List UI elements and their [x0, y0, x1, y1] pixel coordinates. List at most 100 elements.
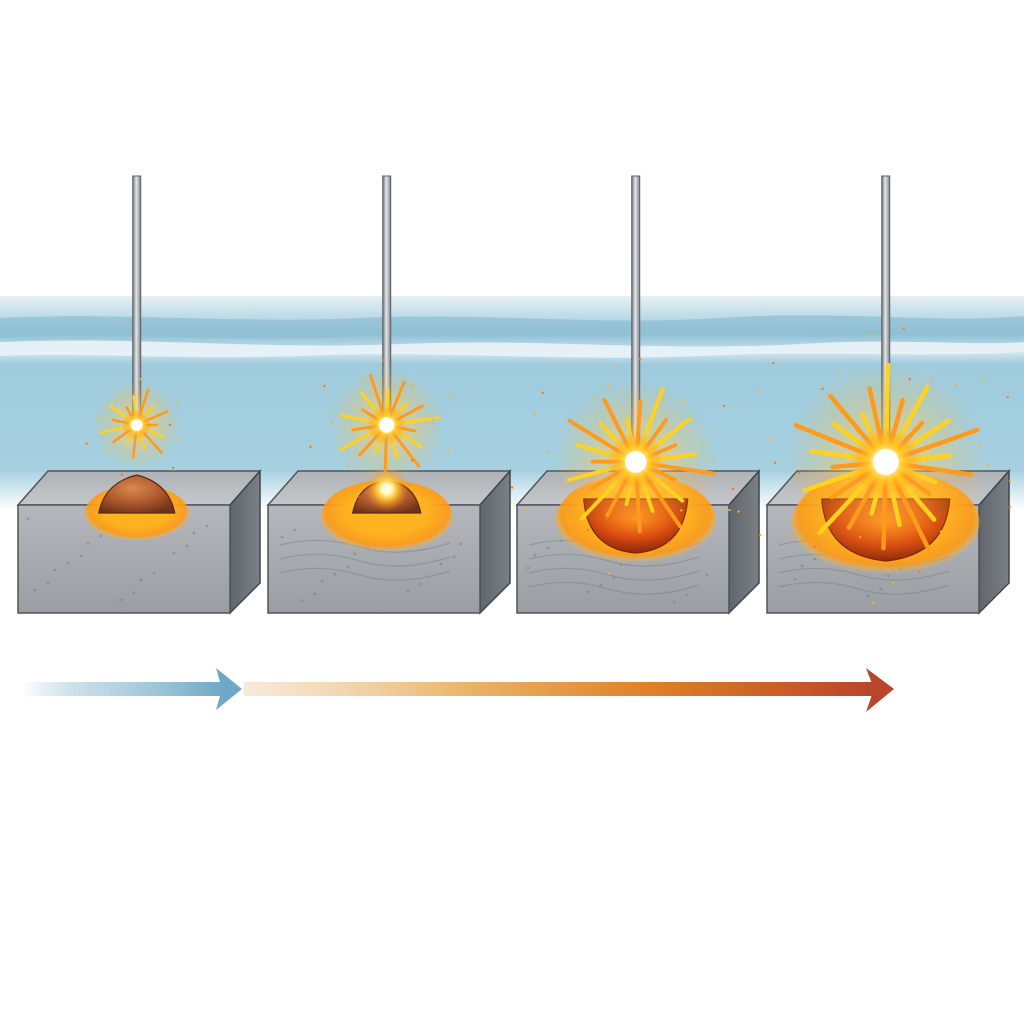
spark-particle [323, 384, 326, 388]
spark-particle [638, 358, 642, 361]
spark-particle [954, 383, 958, 387]
spark-particle [681, 399, 685, 402]
spark-particle [541, 391, 545, 395]
arrow-cool-shaft [22, 682, 222, 696]
spark-center [872, 449, 899, 475]
spark-particle [607, 384, 610, 387]
spark-particle [768, 438, 772, 442]
spark-center [130, 419, 143, 431]
block-crack-line [778, 567, 950, 581]
block-speckle [459, 542, 463, 546]
block-speckle [99, 534, 103, 538]
spark-particle [798, 471, 801, 475]
spark-particle [364, 378, 367, 381]
block-speckle [300, 599, 304, 603]
block-crack-line [279, 553, 451, 567]
block-speckle [86, 541, 90, 545]
block-crack-line [778, 581, 950, 595]
spark-particle [347, 464, 350, 468]
block-speckle [526, 566, 530, 570]
spark-particle [592, 396, 596, 399]
block-speckle [612, 576, 616, 580]
spark-particle [663, 396, 666, 400]
spark-particle [731, 487, 735, 491]
spark-particle [949, 513, 952, 516]
arrow-cool [22, 668, 242, 710]
block-crack-line [279, 567, 451, 581]
arrow-heating [244, 668, 894, 712]
block-speckle [320, 579, 324, 583]
spark-particle [788, 534, 792, 538]
spark-particle [891, 581, 895, 584]
block-crack-line [528, 553, 700, 567]
spark-particle [871, 333, 874, 337]
spark-particle [605, 518, 608, 521]
spark-particle [171, 466, 175, 470]
block-speckle [333, 572, 337, 576]
spark-center [624, 451, 647, 473]
spark-center [379, 417, 395, 433]
spark-particle [309, 445, 312, 449]
water-wave-band [0, 315, 1024, 339]
block-speckle [685, 593, 689, 597]
block-speckle [119, 598, 123, 602]
block-speckle [79, 554, 83, 558]
block-speckle [599, 583, 603, 587]
arrow-heating-head [866, 668, 894, 712]
spark-particle [982, 378, 985, 382]
block-speckle [813, 557, 817, 561]
spark-particle [902, 327, 905, 330]
block-speckle [46, 581, 50, 585]
block-speckle [313, 592, 317, 596]
block-speckle [886, 574, 890, 578]
block-speckle [866, 594, 870, 598]
stage-4 [737, 175, 1012, 615]
stage-1 [16, 175, 262, 615]
spark-particle [586, 528, 590, 532]
spark-particle [118, 394, 122, 398]
spark-particle [1008, 479, 1012, 483]
spark-particle [759, 533, 762, 537]
spark-particle [977, 445, 981, 448]
spark-particle [648, 551, 651, 554]
block-speckle [53, 568, 57, 572]
spark-particle [757, 389, 761, 392]
block-speckle [185, 544, 189, 548]
spark-particle [567, 521, 570, 525]
block-speckle [439, 562, 443, 566]
stage-2 [266, 175, 512, 615]
spark-particle [356, 495, 360, 498]
block-crack-line [528, 581, 700, 595]
spark-particle [821, 387, 824, 391]
spark-particle [139, 378, 143, 381]
block-speckle [800, 564, 804, 568]
spark-particle [176, 400, 179, 403]
block-speckle [280, 535, 284, 539]
block-crack-line [528, 567, 700, 581]
spark-particle [615, 365, 618, 368]
spark-particle [104, 449, 107, 452]
block-speckle [293, 528, 297, 532]
block-texture [26, 517, 209, 602]
block-speckle [533, 553, 537, 557]
spark-particle [908, 378, 911, 381]
spark-particle [1008, 505, 1012, 509]
spark-particle [445, 477, 448, 480]
spark-particle [836, 370, 840, 374]
spark-particle [410, 384, 414, 387]
spark-particle [410, 459, 414, 462]
progress-arrows [22, 668, 894, 712]
spark-particle [722, 404, 726, 408]
spark-particle [85, 442, 88, 445]
block-speckle [586, 590, 590, 594]
spark-particle [711, 457, 714, 460]
block-speckle [879, 587, 883, 591]
block-speckle [793, 577, 797, 581]
spark-particle [931, 378, 934, 381]
spark-particle [446, 449, 450, 452]
block-speckle [353, 552, 357, 556]
spark-particle [772, 361, 775, 365]
block-speckle [346, 565, 350, 569]
water-wave-light [0, 340, 1024, 358]
block-speckle [452, 555, 456, 559]
